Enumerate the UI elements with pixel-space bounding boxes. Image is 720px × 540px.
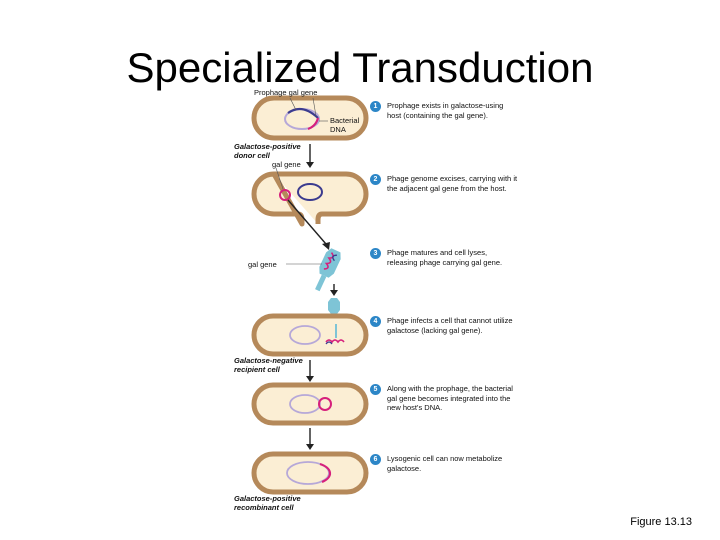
donor-cell <box>251 95 369 141</box>
donor-cell-label-line2: donor cell <box>234 151 270 160</box>
transduction-diagram: Prophage gal gene Bacterial DNA Galactos… <box>230 88 530 518</box>
released-phage <box>315 248 341 292</box>
recipient-cell-label-line1: Galactose-negative <box>234 356 303 365</box>
recombinant-cell-label-line2: recombinant cell <box>234 503 294 512</box>
step-text: Phage genome excises, carrying with it t… <box>387 174 518 193</box>
step-badge: 3 <box>370 248 381 259</box>
integration-cell <box>251 382 369 426</box>
step-text: Prophage exists in galactose-using host … <box>387 101 504 120</box>
donor-cell-label-line1: Galactose-positive <box>234 142 301 151</box>
gal-gene-label-step2: gal gene <box>272 160 301 169</box>
step-badge: 4 <box>370 316 381 327</box>
bacterial-dna-label-line2: DNA <box>330 125 346 134</box>
step-text: Lysogenic cell can now metabolize galact… <box>387 454 503 473</box>
figure-number: Figure 13.13 <box>630 516 692 528</box>
excision-cell <box>251 167 369 227</box>
step-text: Phage infects a cell that cannot utilize… <box>387 316 513 335</box>
slide-title: Specialized Transduction <box>126 44 594 91</box>
prophage-gal-gene-label: Prophage gal gene <box>254 88 318 97</box>
step-text: Along with the prophage, the bacterial g… <box>387 384 513 412</box>
step-badge: 5 <box>370 384 381 395</box>
diagram-graphics <box>251 95 369 495</box>
recombinant-cell-label-line1: Galactose-positive <box>234 494 301 503</box>
bacterial-dna-label-line1: Bacterial <box>330 116 360 125</box>
step-badge: 2 <box>370 174 381 185</box>
step-text: Phage matures and cell lyses, releasing … <box>387 248 503 267</box>
recipient-cell-label-line2: recipient cell <box>234 365 280 374</box>
recombinant-cell <box>251 451 369 495</box>
gal-gene-label-step3: gal gene <box>248 260 277 269</box>
step-badge: 6 <box>370 454 381 465</box>
recipient-cell <box>251 313 369 357</box>
step-badge: 1 <box>370 101 381 112</box>
